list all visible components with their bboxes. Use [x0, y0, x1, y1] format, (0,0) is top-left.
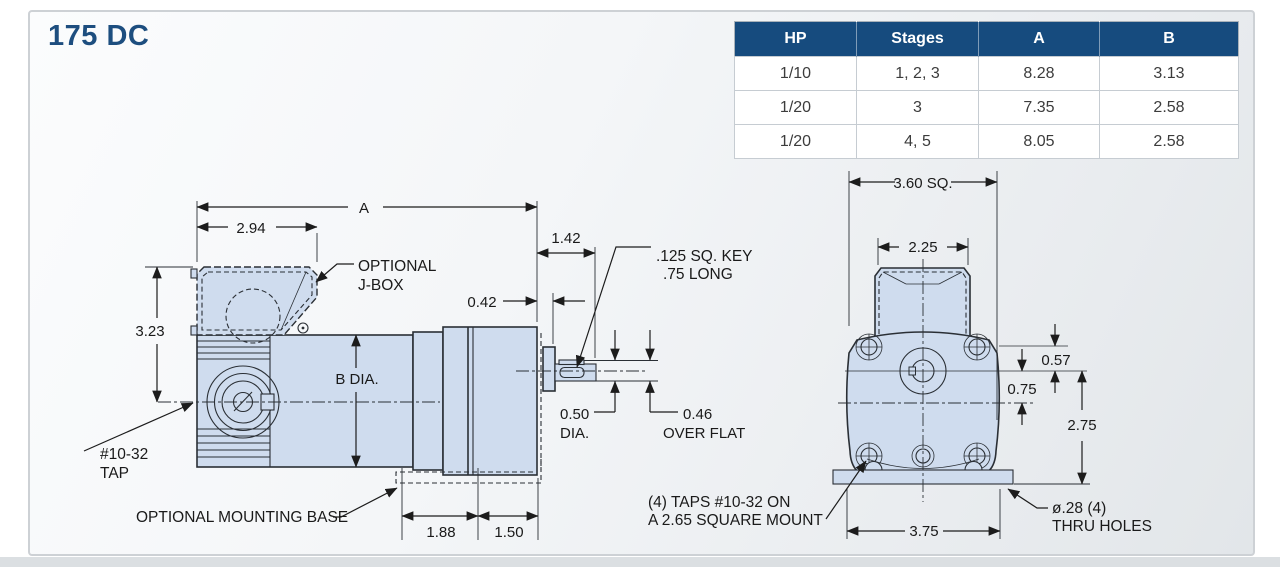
dim-225: 2.25: [908, 239, 937, 256]
table-cell: 3.13: [1099, 56, 1239, 91]
side-view: A 2.94 3.23 1.42 0.42 B DIA.: [83, 200, 753, 541]
dim-075: 0.75: [1007, 381, 1036, 398]
label-taps-line2: A 2.65 SQUARE MOUNT: [648, 512, 823, 529]
table-cell: 8.28: [978, 56, 1100, 91]
label-jbox-line2: J-BOX: [358, 277, 404, 294]
dim-188: 1.88: [426, 524, 455, 541]
table-cell: 1/10: [734, 56, 857, 91]
dim-150: 1.50: [494, 524, 523, 541]
keyway-slot: [559, 366, 585, 379]
label-mounting-base: OPTIONAL MOUNTING BASE: [136, 509, 348, 526]
dim-050-dia: DIA.: [560, 425, 589, 442]
label-key-line1: .125 SQ. KEY: [656, 248, 753, 265]
col-header-b: B: [1099, 21, 1239, 57]
table-cell: 1/20: [734, 124, 857, 159]
table-cell: 7.35: [978, 90, 1100, 125]
table-cell: 1/20: [734, 90, 857, 125]
col-header-a: A: [978, 21, 1100, 57]
corner-hole: [963, 333, 991, 361]
label-tap-line1: #10-32: [100, 446, 148, 463]
front-body: [845, 331, 1001, 478]
front-housing: [874, 267, 971, 345]
table-row: 1/20 4, 5 8.05 2.58: [734, 124, 1239, 159]
label-taps-line1: (4) TAPS #10-32 ON: [648, 494, 790, 511]
dim-323: 3.23: [135, 323, 164, 340]
label-jbox-line1: OPTIONAL: [358, 258, 437, 275]
dim-360: 3.60 SQ.: [893, 175, 952, 192]
shaft-key: [558, 359, 585, 366]
page-title: 175 DC: [48, 20, 150, 52]
gearbox-step1: [412, 331, 444, 471]
dim-046-overflat: OVER FLAT: [663, 425, 745, 442]
motor-side-geometry: [196, 326, 658, 476]
label-holes-line2: THRU HOLES: [1052, 518, 1152, 535]
dim-046: 0.46: [683, 406, 712, 423]
mounting-base-outline: [395, 456, 542, 484]
motor-fins: [197, 335, 271, 467]
page-bottom-strip: [0, 557, 1280, 567]
table-row: 1/20 3 7.35 2.58: [734, 90, 1239, 125]
label-key-line2: .75 LONG: [663, 266, 733, 283]
dim-042: 0.42: [467, 294, 496, 311]
spec-table: HP Stages A B 1/10 1, 2, 3 8.28 3.13 1/2…: [734, 21, 1239, 159]
col-header-hp: HP: [734, 21, 857, 57]
dim-050: 0.50: [560, 406, 589, 423]
junction-box: [190, 266, 318, 344]
table-cell: 8.05: [978, 124, 1100, 159]
dim-294: 2.94: [236, 220, 265, 237]
front-view: 3.60 SQ. 2.25 0.57 0.75 2.75 3: [648, 171, 1152, 540]
dim-375: 3.75: [909, 523, 938, 540]
col-header-stages: Stages: [856, 21, 979, 57]
table-cell: 2.58: [1099, 124, 1239, 159]
dim-057: 0.57: [1041, 352, 1070, 369]
label-tap-line2: TAP: [100, 465, 129, 482]
table-row: 1/10 1, 2, 3 8.28 3.13: [734, 56, 1239, 91]
gearbox-step2: [442, 326, 538, 476]
front-view-dimensions: 3.60 SQ. 2.25 0.57 0.75 2.75 3: [648, 171, 1152, 540]
output-shaft: [554, 363, 597, 382]
dim-142: 1.42: [551, 230, 580, 247]
corner-hole: [855, 333, 883, 361]
table-cell: 4, 5: [856, 124, 979, 159]
motor-body: [196, 334, 414, 468]
dim-a: A: [359, 200, 369, 217]
side-view-dimensions: A 2.94 3.23 1.42 0.42 B DIA.: [83, 200, 753, 541]
table-cell: 2.58: [1099, 90, 1239, 125]
dim-275: 2.75: [1067, 417, 1096, 434]
table-cell: 3: [856, 90, 979, 125]
label-b-dia: B DIA.: [335, 371, 378, 388]
spec-table-header: HP Stages A B: [734, 21, 1239, 57]
shaft-boss: [542, 346, 556, 392]
label-holes-line1: ø.28 (4): [1052, 500, 1106, 517]
